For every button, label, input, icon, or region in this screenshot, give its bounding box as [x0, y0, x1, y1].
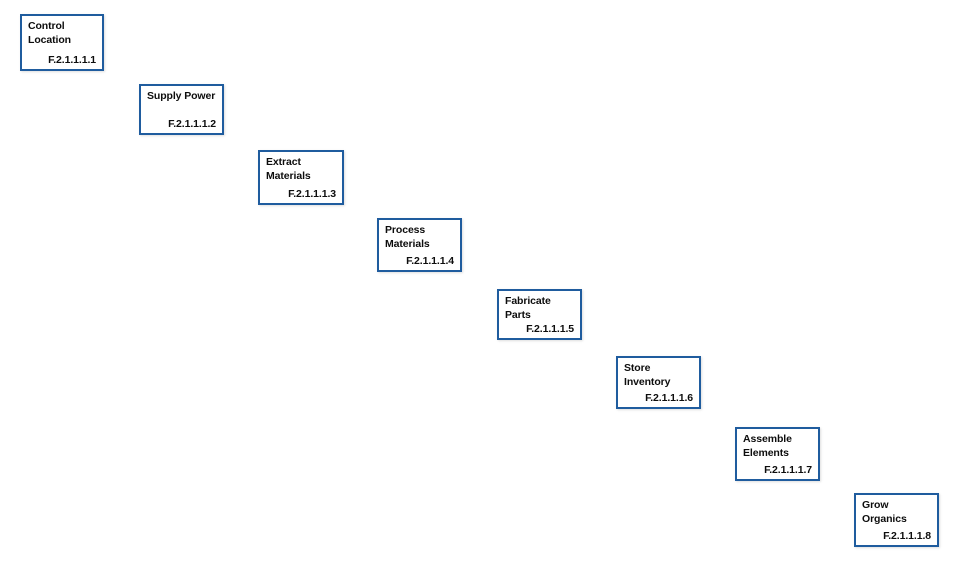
- function-box-code: F.2.1.1.1.6: [645, 392, 693, 404]
- function-box-code: F.2.1.1.1.1: [48, 54, 96, 66]
- function-box-code: F.2.1.1.1.3: [288, 188, 336, 200]
- function-box-code: F.2.1.1.1.7: [764, 464, 812, 476]
- function-box-title: Extract Materials: [266, 156, 311, 182]
- function-box-code: F.2.1.1.1.8: [883, 530, 931, 542]
- function-box-title: Process Materials: [385, 224, 430, 250]
- function-box-title: Supply Power: [147, 90, 216, 102]
- function-box-code: F.2.1.1.1.2: [168, 118, 216, 130]
- function-box-title: Grow Organics: [862, 499, 907, 525]
- function-box-title: Store Inventory: [624, 362, 671, 388]
- function-box-code: F.2.1.1.1.5: [526, 323, 574, 335]
- function-box-code: F.2.1.1.1.4: [406, 255, 454, 267]
- function-box-title: Control Location: [28, 20, 71, 46]
- function-box-title: Fabricate Parts: [505, 295, 551, 321]
- function-box-title: Assemble Elements: [743, 433, 792, 459]
